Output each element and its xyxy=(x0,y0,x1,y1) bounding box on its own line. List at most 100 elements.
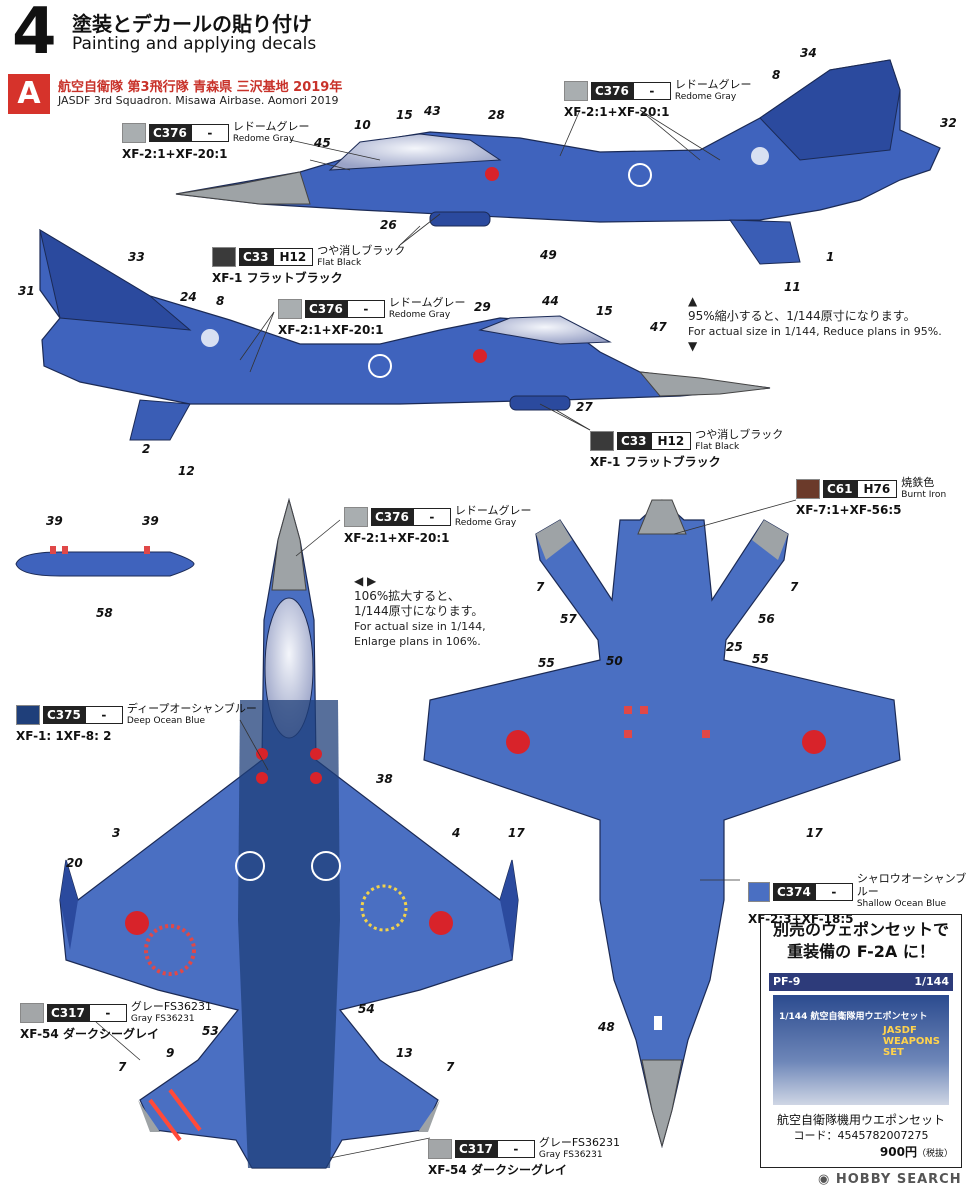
paint-code: C317 xyxy=(455,1140,497,1158)
scale-note-jp: 1/144原寸になります。 xyxy=(354,604,484,618)
paint-alt-code: - xyxy=(632,82,671,100)
paint-code: C376 xyxy=(591,82,633,100)
paint-swatch xyxy=(344,507,368,527)
paint-name-jp: レドームグレー xyxy=(454,504,532,517)
paint-swatch xyxy=(590,431,614,451)
paint-alt-code: - xyxy=(190,124,229,142)
weapon-set-box-image: 1/144 航空自衛隊用ウエポンセット JASDF WEAPONS SET xyxy=(773,995,949,1105)
paint-mix: XF-2:1+XF-20:1 xyxy=(122,147,228,161)
paint-name-en: Redome Gray xyxy=(232,134,295,144)
paint-mix: XF-2:1+XF-20:1 xyxy=(564,105,670,119)
decal-number: 57 xyxy=(560,612,577,626)
decal-number: 10 xyxy=(354,118,371,132)
decal-number: 39 xyxy=(46,514,63,528)
paint-name-jp: 焼鉄色 xyxy=(901,476,935,489)
paint-swatch xyxy=(278,299,302,319)
scale-note-en: For actual size in 1/144, Reduce plans i… xyxy=(688,325,942,338)
ad-headline: 別売のウェポンセットで 重装備の F-2A に！ xyxy=(761,919,961,963)
paint-name-jp: つや消しブラック xyxy=(317,244,406,257)
variant-badge: A xyxy=(8,74,50,114)
decal-number: 34 xyxy=(800,46,817,60)
paint-name-jp: レドームグレー xyxy=(674,78,752,91)
paint-swatch xyxy=(564,81,588,101)
paint-name-en: Burnt Iron xyxy=(901,490,947,500)
paint-alt-code: - xyxy=(88,1004,127,1022)
decal-number: 28 xyxy=(488,108,505,122)
left-right-arrow-icon: ◀ ▶ xyxy=(354,574,377,588)
decal-number: 50 xyxy=(606,654,623,668)
decal-number: 45 xyxy=(314,136,331,150)
down-arrow-icon: ▼ xyxy=(688,339,698,353)
decal-number: 55 xyxy=(538,656,555,670)
paint-code: C33 xyxy=(617,432,651,450)
ad-price: 900円（税抜） xyxy=(880,1143,953,1160)
paint-code: C317 xyxy=(47,1004,89,1022)
top-view xyxy=(59,497,519,1169)
paint-name-jp: レドームグレー xyxy=(232,120,310,133)
paint-name-jp: グレーFS36231 xyxy=(130,1000,212,1013)
decal-number: 49 xyxy=(540,248,557,262)
paint-name-jp: ディープオーシャンブルー xyxy=(126,702,257,715)
paint-alt-code: H12 xyxy=(272,248,314,266)
decal-number: 7 xyxy=(790,580,799,594)
paint-name-en: Gray FS36231 xyxy=(130,1014,195,1024)
paint-swatch xyxy=(748,881,770,902)
decal-number: 39 xyxy=(142,514,159,528)
scale-note-jp: 95%縮小すると、1/144原寸になります。 xyxy=(688,309,916,323)
paint-swatch xyxy=(122,123,146,143)
paint-alt-code: H12 xyxy=(650,432,692,450)
logo-mark-icon: ◉ xyxy=(818,1172,836,1187)
decal-number: 25 xyxy=(726,640,743,654)
paint-alt-code: - xyxy=(346,300,385,318)
paint-mix: XF-2:1+XF-20:1 xyxy=(344,531,450,545)
paint-code: C33 xyxy=(239,248,273,266)
paint-name-jp: レドームグレー xyxy=(388,296,466,309)
weapon-set-ad[interactable]: 別売のウェポンセットで 重装備の F-2A に！ PF-9 1/144 1/14… xyxy=(760,914,962,1168)
paint-swatch xyxy=(428,1139,452,1159)
variant-title-jp: 航空自衛隊 第3飛行隊 青森県 三沢基地 2019年 xyxy=(58,80,343,95)
paint-swatch xyxy=(796,479,820,499)
paint-mix: XF-1 フラットブラック xyxy=(212,271,343,285)
page-title-jp: 塗装とデカールの貼り付け xyxy=(72,12,312,36)
scale-note-en: Enlarge plans in 106%. xyxy=(354,635,481,648)
scale-note-en: For actual size in 1/144, xyxy=(354,620,486,633)
decal-number: 15 xyxy=(396,108,413,122)
decal-number: 53 xyxy=(202,1024,219,1038)
decal-number: 56 xyxy=(758,612,775,626)
paint-mix: XF-7:1+XF-56:5 xyxy=(796,503,902,517)
decal-number: 2 xyxy=(142,442,151,456)
bottom-view xyxy=(423,499,901,1149)
paint-mix: XF-2:1+XF-20:1 xyxy=(278,323,384,337)
ad-product-bar: PF-9 1/144 xyxy=(769,973,953,991)
variant-title-en: JASDF 3rd Squadron. Misawa Airbase. Aomo… xyxy=(58,94,339,107)
leader-lines xyxy=(95,109,797,1159)
paint-swatch xyxy=(16,705,40,725)
ad-price-value: 900円 xyxy=(879,1145,917,1159)
ad-headline-line: 別売のウェポンセットで xyxy=(772,920,949,939)
decal-number: 17 xyxy=(806,826,823,840)
decal-number: 13 xyxy=(396,1046,413,1060)
paint-name-jp: グレーFS36231 xyxy=(538,1136,620,1149)
decal-number: 12 xyxy=(178,464,195,478)
decal-number: 7 xyxy=(536,580,545,594)
paint-mix: XF-1: 1XF-8: 2 xyxy=(16,729,112,743)
paint-name-en: Redome Gray xyxy=(454,518,517,528)
paint-name-en: Gray FS36231 xyxy=(538,1150,603,1160)
step-number: 4 xyxy=(12,0,57,69)
paint-code: C376 xyxy=(371,508,413,526)
paint-mix: XF-54 ダークシーグレイ xyxy=(428,1163,567,1177)
ad-product-code: PF-9 xyxy=(773,975,801,988)
decal-number: 32 xyxy=(940,116,957,130)
paint-alt-code: - xyxy=(412,508,451,526)
paint-code: C61 xyxy=(823,480,857,498)
paint-code: C375 xyxy=(43,706,85,724)
ad-tax-note: （税抜） xyxy=(916,1149,953,1159)
hobby-search-logo: ◉ HOBBY SEARCH xyxy=(818,1172,962,1187)
